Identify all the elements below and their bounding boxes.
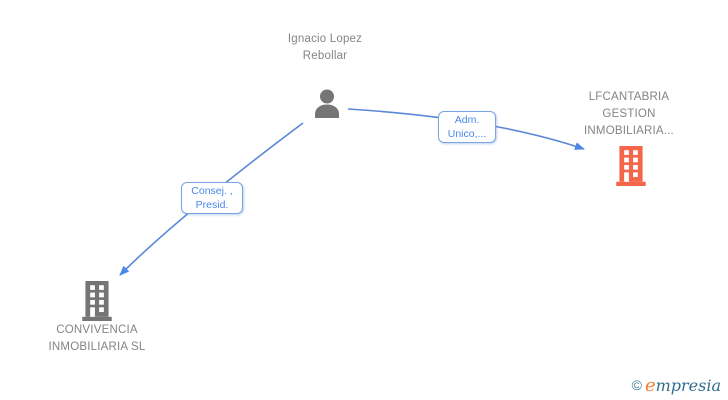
edge-label-admin[interactable]: Adm. Unico,... bbox=[438, 111, 496, 143]
edge-label-admin-line2: Unico,... bbox=[447, 128, 487, 140]
edge-label-admin-line1: Adm. bbox=[454, 114, 480, 126]
watermark-brand-initial: e bbox=[644, 375, 656, 396]
edge-label-consej[interactable]: Consej. , Presid. bbox=[181, 182, 243, 214]
person-icon[interactable] bbox=[311, 89, 343, 123]
person-node-label[interactable]: Ignacio Lopez Rebollar bbox=[287, 33, 363, 62]
company-left-label[interactable]: CONVIVENCIA INMOBILIARIA SL bbox=[48, 324, 146, 353]
empresia-watermark: ©empresia bbox=[632, 375, 721, 396]
copyright-icon: © bbox=[631, 377, 642, 393]
building-icon[interactable] bbox=[616, 146, 646, 191]
edge-label-consej-line1: Consej. , bbox=[191, 185, 233, 197]
company-right-label[interactable]: LFCANTABRIA GESTION INMOBILIARIA... bbox=[584, 91, 674, 137]
watermark-brand-rest: mpresia bbox=[655, 376, 721, 395]
building-icon[interactable] bbox=[82, 281, 112, 326]
edge-label-consej-line2: Presid. bbox=[195, 199, 229, 211]
